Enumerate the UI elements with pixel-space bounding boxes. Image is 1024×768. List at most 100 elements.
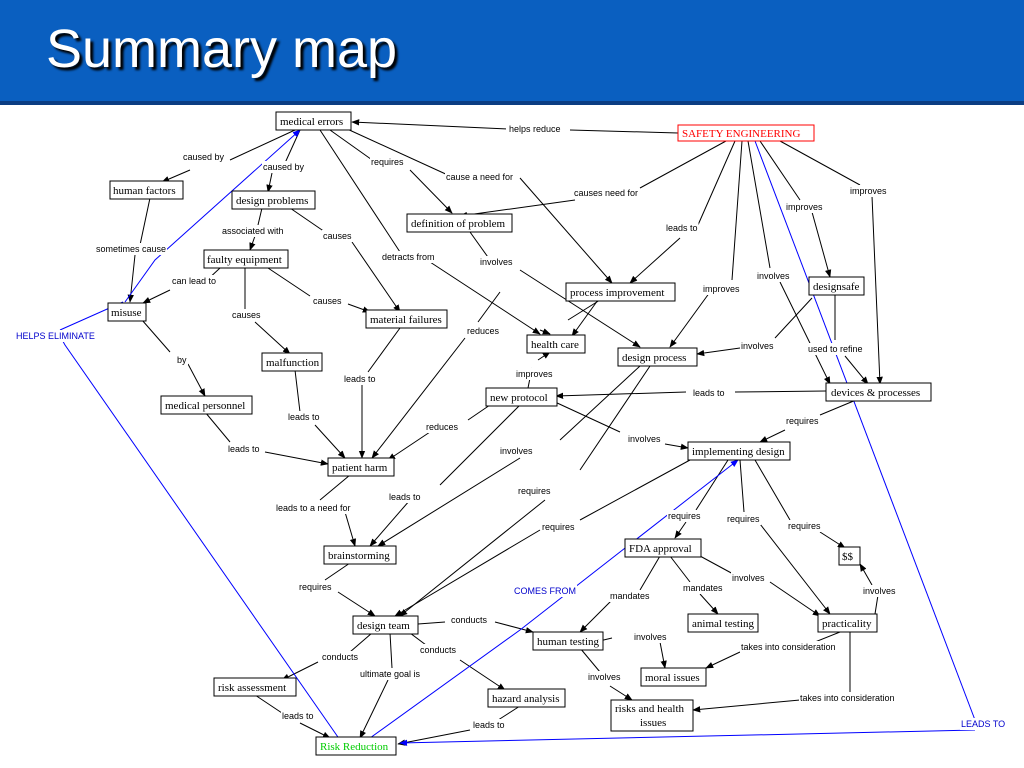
node-animal-testing: animal testing <box>687 613 759 633</box>
edge-label: reduces <box>426 422 459 432</box>
edge-label-background <box>312 295 344 307</box>
svg-text:risk assessment: risk assessment <box>218 682 286 694</box>
edge-label: HELPS ELIMINATE <box>16 331 95 341</box>
svg-text:health care: health care <box>531 339 579 351</box>
edge-label-background <box>388 491 422 503</box>
edge-label: used to refine <box>808 344 863 354</box>
edge-label-background <box>726 513 762 525</box>
edge-label: involves <box>863 586 896 596</box>
node-patient-harm: patient harm <box>327 457 395 477</box>
edge-label-background <box>960 718 1007 730</box>
edge-label: leads to <box>228 444 260 454</box>
edge-label-background <box>419 644 458 656</box>
svg-text:human testing: human testing <box>537 636 600 648</box>
node-medical-errors: medical errors <box>275 111 352 131</box>
edge-label-background <box>692 387 726 399</box>
edge-label: ultimate goal is <box>360 669 421 679</box>
edge-label-background <box>667 510 703 522</box>
edge-label-background <box>472 719 506 731</box>
node-faulty-equipment: faulty equipment <box>203 249 289 269</box>
edge-label-background <box>702 283 742 295</box>
node-brainstorming: brainstorming <box>323 545 397 565</box>
edge-label: conducts <box>322 652 359 662</box>
edge-label: can lead to <box>172 276 216 286</box>
edge-label: involves <box>588 672 621 682</box>
node-new-protocol: new protocol <box>485 387 558 407</box>
edge-label: by <box>177 355 187 365</box>
edge-label: requires <box>786 416 819 426</box>
svg-text:definition of problem: definition of problem <box>411 218 506 230</box>
edge-label: LEADS TO <box>961 719 1005 729</box>
node-hazard-analysis: hazard analysis <box>487 688 566 708</box>
edge-label-background <box>665 222 699 234</box>
edge-label-background <box>95 243 168 255</box>
node-fda-approval: FDA approval <box>624 538 702 558</box>
edge-label: associated with <box>222 226 284 236</box>
node-risks-and-health-issues: risks and health issues <box>610 699 694 732</box>
edge-label-background <box>479 256 515 268</box>
svg-text:new protocol: new protocol <box>490 392 548 404</box>
node-design-problems: design problems <box>231 190 316 210</box>
node-process-improvement: process improvement <box>565 282 676 302</box>
edge-label: requires <box>668 511 701 521</box>
edge-label: involves <box>480 257 513 267</box>
edge-label: leads to <box>473 720 505 730</box>
edge-label: causes <box>323 231 352 241</box>
node-medical-personnel: medical personnel <box>160 395 253 415</box>
svg-text:$$: $$ <box>842 551 854 563</box>
edge-labels: helps reduce caused by caused by require… <box>15 123 1007 731</box>
svg-text:Risk Reduction: Risk Reduction <box>320 741 389 753</box>
edge-label: requires <box>371 157 404 167</box>
edge-label: cause a need for <box>446 172 513 182</box>
edge-label: involves <box>500 446 533 456</box>
svg-text:medical errors: medical errors <box>280 116 343 128</box>
edge-label: takes into consideration <box>800 693 895 703</box>
edge-label: requires <box>542 522 575 532</box>
edge-label: leads to <box>389 492 421 502</box>
edge-label-background <box>370 156 406 168</box>
node-implementing-design: implementing design <box>687 441 791 461</box>
svg-text:implementing design: implementing design <box>692 446 785 458</box>
node-devices-processes: devices & processes <box>825 382 932 402</box>
svg-text:risks and health: risks and health <box>615 703 685 715</box>
node-definition-of-problem: definition of problem <box>406 213 513 233</box>
node-human-testing: human testing <box>532 631 604 651</box>
svg-text:medical personnel: medical personnel <box>165 400 245 412</box>
svg-text:issues: issues <box>640 717 666 729</box>
edge-label-background <box>609 590 652 602</box>
edge-label-background <box>785 415 821 427</box>
svg-text:brainstorming: brainstorming <box>328 550 390 562</box>
edge-label-background <box>281 710 315 722</box>
edge-label-background <box>515 368 555 380</box>
edge-label-background <box>322 230 354 242</box>
edge-label: involves <box>628 434 661 444</box>
edge-label: improves <box>850 186 887 196</box>
edge-label-background <box>171 275 218 287</box>
svg-text:animal testing: animal testing <box>692 618 755 630</box>
edge-label: sometimes cause <box>96 244 166 254</box>
edge-label: requires <box>788 521 821 531</box>
svg-text:practicality: practicality <box>822 618 872 630</box>
edge-label-background <box>381 251 436 263</box>
edge-label-background <box>508 123 562 135</box>
edge-label-background <box>573 187 640 199</box>
edge-label: requires <box>727 514 760 524</box>
edge-label-background <box>785 201 825 213</box>
svg-text:designsafe: designsafe <box>813 281 860 293</box>
edge-label: involves <box>741 341 774 351</box>
edge-label-background <box>787 520 823 532</box>
svg-text:design team: design team <box>357 620 410 632</box>
edge-label: reduces <box>467 326 500 336</box>
edge-label-background <box>587 671 623 683</box>
edge-label-background <box>221 225 285 237</box>
node-malfunction: malfunction <box>261 352 323 372</box>
edge-label-background <box>231 309 263 321</box>
edge-label-background <box>541 521 577 533</box>
edge-label: leads to <box>344 374 376 384</box>
edge-label-background <box>275 502 352 514</box>
node-safety-engineering: SAFETY ENGINEERING <box>677 124 815 142</box>
edge-label-background <box>862 585 898 597</box>
svg-text:material failures: material failures <box>370 314 442 326</box>
edge-label-background <box>756 270 792 282</box>
